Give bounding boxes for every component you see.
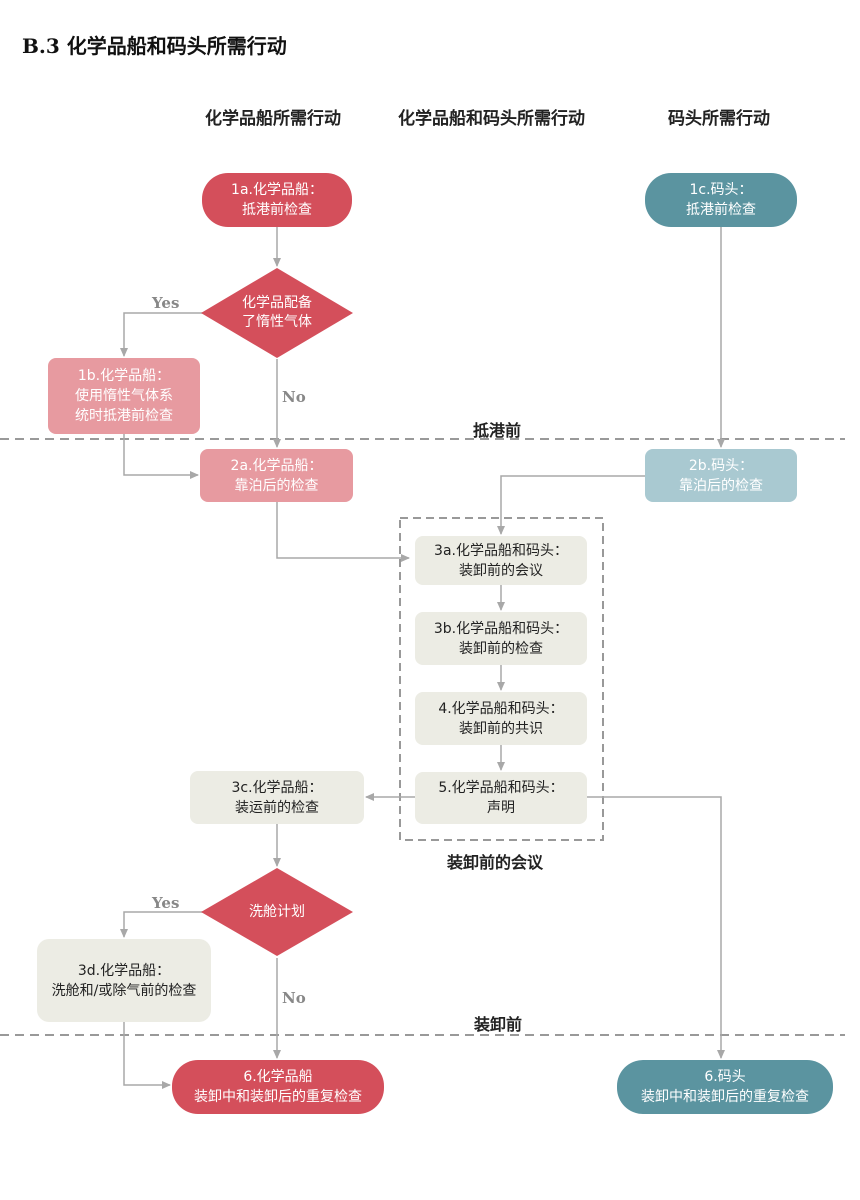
node-1b-line1: 1b.化学品船：: [77, 368, 171, 384]
node-3d-line1: 3d.化学品船：: [77, 962, 171, 979]
node-3c-pre-loading-check: 3c.化学品船： 装运前的检查: [190, 771, 364, 824]
column-header-ship: 化学品船所需行动: [205, 109, 341, 129]
node-2b-line1: 2b.码头：: [688, 457, 754, 474]
node-5-declaration: 5.化学品船和码头： 声明: [415, 772, 587, 824]
node-3b-line2: 装卸前的检查: [459, 640, 543, 657]
node-2a-line1: 2a.化学品船：: [230, 457, 323, 474]
node-3b-line1: 3b.化学品船和码头：: [433, 620, 569, 637]
link-2a-3a: [276, 502, 410, 562]
node-1a-ship-pre-arrival: 1a.化学品船： 抵港前检查: [202, 173, 352, 227]
node-3b-pre-transfer-check: 3b.化学品船和码头： 装卸前的检查: [415, 612, 587, 665]
zone-label-arrival: 抵港前: [473, 421, 522, 440]
node-1c-terminal-pre-arrival: 1c.码头： 抵港前检查: [645, 173, 797, 227]
node-1b-line2: 使用惰性气体系: [75, 388, 173, 404]
label-yes-tank-cleaning: Yes: [152, 894, 180, 912]
link-5-6b: [587, 796, 725, 1059]
node-6a-line2: 装卸中和装卸后的重复检查: [194, 1089, 362, 1105]
zone-label-meeting: 装卸前的会议: [447, 853, 544, 872]
node-1a-line2: 抵港前检查: [242, 202, 312, 218]
label-no-tank-cleaning: No: [282, 989, 306, 1007]
node-3c-line1: 3c.化学品船：: [231, 779, 323, 796]
node-3a-line2: 装卸前的会议: [459, 562, 543, 579]
node-3a-line1: 3a.化学品船和码头：: [434, 542, 568, 559]
decision-inert-gas-label: 化学品配备 了惰性气体: [217, 290, 337, 336]
decision-inert-gas-line2: 了惰性气体: [242, 314, 312, 330]
node-5-line1: 5.化学品船和码头：: [438, 780, 564, 796]
node-1b-line3: 统时抵港前检查: [75, 408, 173, 424]
decision-tank-cleaning-label: 洗舱计划: [217, 900, 337, 924]
node-1c-line1: 1c.码头：: [689, 182, 753, 198]
decision-inert-gas: [201, 268, 353, 358]
node-1a-line1: 1a.化学品船：: [231, 182, 323, 198]
node-4-line2: 装卸前的共识: [459, 720, 543, 737]
node-2a-line2: 靠泊后的检查: [234, 477, 319, 494]
node-4-line1: 4.化学品船和码头：: [438, 700, 564, 717]
node-2b-line2: 靠泊后的检查: [679, 477, 763, 494]
link-1b-2a: [123, 434, 199, 479]
node-6b-line1: 6.码头: [704, 1069, 746, 1085]
decision-tank-cleaning: [201, 868, 353, 956]
column-header-terminal: 码头所需行动: [668, 109, 770, 129]
node-1b-ship-inert-gas-check: 1b.化学品船： 使用惰性气体系 统时抵港前检查: [48, 358, 200, 434]
node-5-line2: 声明: [487, 800, 515, 816]
meeting-group-box: [399, 517, 604, 841]
node-3d-tank-cleaning-check: 3d.化学品船： 洗舱和/或除气前的检查: [37, 939, 211, 1022]
decision-tank-cleaning-line1: 洗舱计划: [249, 903, 305, 920]
zone-label-before-loading: 装卸前: [474, 1015, 523, 1034]
link-2b-3a: [497, 475, 645, 535]
column-header-both: 化学品船和码头所需行动: [398, 109, 585, 129]
label-yes-inert-gas: Yes: [152, 294, 180, 312]
page-title: B.3 化学品船和码头所需行动: [22, 34, 287, 58]
link-d1-1b: [120, 312, 203, 357]
decision-inert-gas-line1: 化学品配备: [242, 295, 312, 311]
node-3a-pre-transfer-meeting: 3a.化学品船和码头： 装卸前的会议: [415, 536, 587, 585]
node-3d-line2: 洗舱和/或除气前的检查: [51, 982, 197, 999]
node-2b-terminal-post-berthing: 2b.码头： 靠泊后的检查: [645, 449, 797, 502]
node-6b-line2: 装卸中和装卸后的重复检查: [641, 1089, 809, 1105]
label-no-inert-gas: No: [282, 388, 306, 406]
node-6a-line1: 6.化学品船: [243, 1069, 313, 1085]
node-1c-line2: 抵港前检查: [686, 202, 756, 218]
link-d2-3d: [120, 911, 203, 938]
link-3d-6a: [123, 1022, 171, 1089]
node-6-terminal-repeated-checks: 6.码头 装卸中和装卸后的重复检查: [617, 1060, 833, 1114]
node-3c-line2: 装运前的检查: [235, 799, 319, 816]
node-6-ship-repeated-checks: 6.化学品船 装卸中和装卸后的重复检查: [172, 1060, 384, 1114]
node-4-pre-transfer-agreement: 4.化学品船和码头： 装卸前的共识: [415, 692, 587, 745]
node-2a-ship-post-berthing: 2a.化学品船： 靠泊后的检查: [200, 449, 353, 502]
